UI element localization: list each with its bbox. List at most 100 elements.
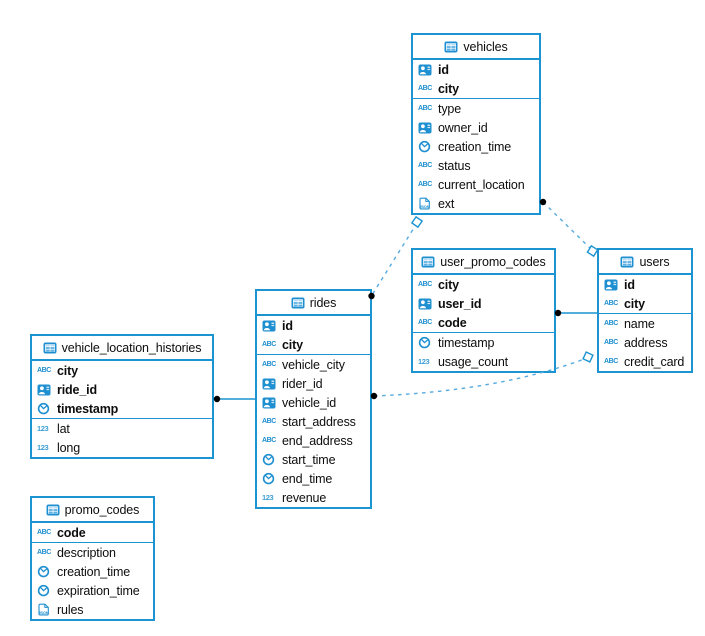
column-user_promo_codes-city[interactable]: ABC city bbox=[413, 275, 554, 294]
table-icon bbox=[291, 297, 305, 309]
relationship-user_promo_codes-users[interactable] bbox=[554, 309, 598, 317]
column-promo_codes-expiration_time[interactable]: expiration_time bbox=[32, 581, 153, 600]
relationship-vehicle_location_histories-rides[interactable] bbox=[213, 395, 256, 403]
column-name: credit_card bbox=[624, 354, 685, 369]
svg-text:JSON: JSON bbox=[38, 610, 48, 615]
table-header[interactable]: user_promo_codes bbox=[413, 250, 554, 275]
table-title: vehicle_location_histories bbox=[61, 340, 202, 355]
column-name: user_id bbox=[438, 296, 482, 311]
column-name: owner_id bbox=[438, 120, 488, 135]
column-name: id bbox=[438, 62, 449, 77]
column-users-id[interactable]: id bbox=[599, 275, 691, 294]
column-name: city bbox=[438, 81, 459, 96]
column-name: expiration_time bbox=[57, 583, 140, 598]
column-rides-end_address[interactable]: ABC end_address bbox=[257, 431, 370, 450]
column-name: type bbox=[438, 101, 462, 116]
table-header[interactable]: promo_codes bbox=[32, 498, 153, 523]
relationship-line[interactable] bbox=[373, 357, 588, 397]
string-type-icon: ABC bbox=[418, 85, 432, 92]
string-type-icon: ABC bbox=[418, 281, 432, 288]
uuid-type-icon bbox=[418, 121, 436, 135]
column-name: end_address bbox=[282, 433, 353, 448]
column-name: start_time bbox=[282, 452, 336, 467]
json-type-icon: JSON bbox=[37, 603, 55, 617]
string-type-icon: ABC bbox=[418, 105, 432, 112]
column-user_promo_codes-timestamp[interactable]: timestamp bbox=[413, 333, 554, 352]
string-type-icon: ABC bbox=[262, 437, 276, 444]
column-vehicles-id[interactable]: id bbox=[413, 60, 539, 79]
table-header[interactable]: vehicles bbox=[413, 35, 539, 60]
column-users-credit_card[interactable]: ABC credit_card bbox=[599, 352, 691, 371]
string-type-icon: ABC bbox=[262, 418, 276, 425]
relationship-line[interactable] bbox=[542, 201, 593, 251]
table-header[interactable]: rides bbox=[257, 291, 370, 316]
column-rides-start_address[interactable]: ABC start_address bbox=[257, 412, 370, 431]
string-type-icon: ABC bbox=[604, 358, 618, 365]
column-name: ext bbox=[438, 196, 455, 211]
column-rides-start_time[interactable]: start_time bbox=[257, 450, 370, 469]
string-type-icon: ABC bbox=[37, 549, 51, 556]
column-rides-vehicle_id[interactable]: vehicle_id bbox=[257, 393, 370, 412]
column-name: end_time bbox=[282, 471, 333, 486]
number-type-icon: 123 bbox=[418, 356, 430, 366]
column-vehicles-type[interactable]: ABC type bbox=[413, 99, 539, 118]
timestamp-type-icon bbox=[418, 140, 436, 154]
column-vehicles-owner_id[interactable]: owner_id bbox=[413, 118, 539, 137]
table-header[interactable]: users bbox=[599, 250, 691, 275]
table-title: promo_codes bbox=[64, 502, 140, 517]
relationship-line[interactable] bbox=[371, 222, 418, 296]
column-rides-id[interactable]: id bbox=[257, 316, 370, 335]
number-type-icon: 123 bbox=[37, 442, 49, 452]
column-vehicle_location_histories-ride_id[interactable]: ride_id bbox=[32, 380, 212, 399]
column-name: start_address bbox=[282, 414, 356, 429]
table-title: user_promo_codes bbox=[440, 254, 546, 269]
table-header[interactable]: vehicle_location_histories bbox=[32, 336, 212, 361]
column-user_promo_codes-user_id[interactable]: user_id bbox=[413, 294, 554, 313]
column-vehicles-city[interactable]: ABC city bbox=[413, 79, 539, 98]
column-promo_codes-creation_time[interactable]: creation_time bbox=[32, 562, 153, 581]
column-name: creation_time bbox=[57, 564, 131, 579]
column-vehicle_location_histories-timestamp[interactable]: timestamp bbox=[32, 399, 212, 418]
column-name: id bbox=[282, 318, 293, 333]
column-rides-end_time[interactable]: end_time bbox=[257, 469, 370, 488]
column-vehicles-creation_time[interactable]: creation_time bbox=[413, 137, 539, 156]
column-rides-rider_id[interactable]: rider_id bbox=[257, 374, 370, 393]
column-name: revenue bbox=[282, 490, 327, 505]
column-name: address bbox=[624, 335, 668, 350]
column-name: city bbox=[282, 337, 303, 352]
relationship-diamond-endpoint bbox=[410, 215, 424, 229]
column-name: city bbox=[438, 277, 459, 292]
